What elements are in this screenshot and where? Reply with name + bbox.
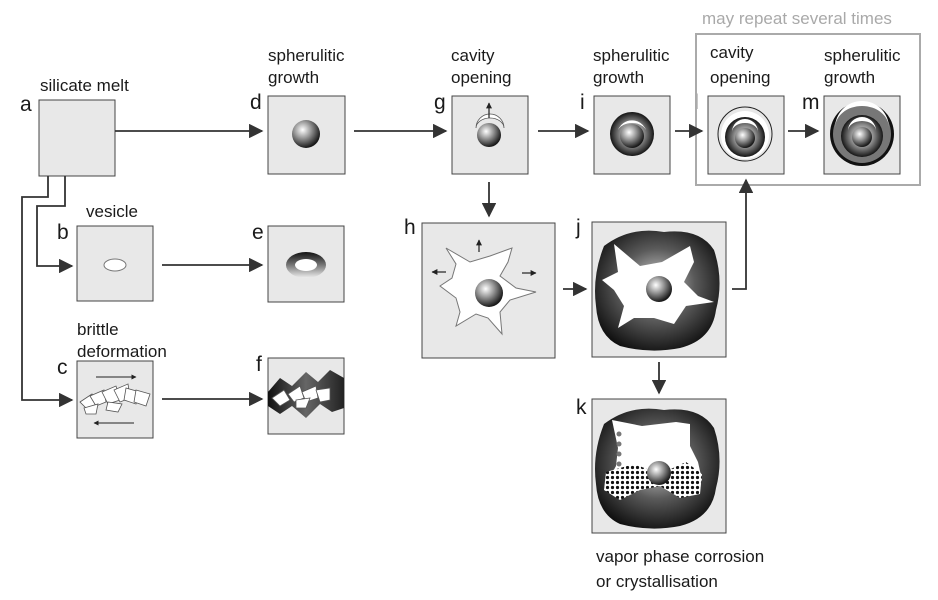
panel-f-letter: f xyxy=(256,353,262,376)
panel-h-letter: h xyxy=(404,216,416,239)
panel-b-label: vesicle xyxy=(86,202,138,221)
panel-a xyxy=(38,99,116,177)
panel-g-letter: g xyxy=(434,91,446,114)
panel-i-letter: i xyxy=(580,91,585,114)
arrow-a-to-c xyxy=(21,176,74,408)
arrow-a-to-b xyxy=(36,176,74,274)
panel-d-label-line1: spherulitic xyxy=(268,46,345,65)
panel-a-letter: a xyxy=(20,93,32,116)
panel-d-label-line2: growth xyxy=(268,68,320,87)
cavity-crescent xyxy=(475,113,505,129)
panel-l-label-line2: opening xyxy=(710,68,771,87)
panel-a-label: silicate melt xyxy=(40,76,129,95)
panel-m-letter: m xyxy=(802,91,820,114)
panel-g-label-line2: opening xyxy=(451,68,512,87)
brittle-fragments xyxy=(79,383,151,415)
arrow-j-to-l xyxy=(732,178,754,290)
panel-d-letter: d xyxy=(250,91,262,114)
panel-c-label-line1: brittle xyxy=(77,320,119,339)
panel-c-label-line2: deformation xyxy=(77,342,167,361)
repeat-note: may repeat several times xyxy=(702,9,892,28)
panel-k-letter: k xyxy=(576,396,587,419)
panel-l-label-line1: cavity xyxy=(710,43,754,62)
panel-c-letter: c xyxy=(57,356,68,379)
repeat-box xyxy=(695,33,921,186)
panel-m-label-line2: growth xyxy=(824,68,876,87)
panel-g-label-line1: cavity xyxy=(451,46,495,65)
panel-k-label-line2: or crystallisation xyxy=(596,572,718,591)
panel-m-label-line1: spherulitic xyxy=(824,46,901,65)
cavity-ring-outer xyxy=(717,106,773,162)
vesicle-shape xyxy=(103,258,127,272)
panel-e-letter: e xyxy=(252,221,264,244)
panel-i-label-line1: spherulitic xyxy=(593,46,670,65)
panel-k-label-line1: vapor phase corrosion xyxy=(596,547,765,566)
spherulite xyxy=(292,120,320,148)
panel-i-label-line2: growth xyxy=(593,68,645,87)
panel-j-letter: j xyxy=(576,216,581,239)
panel-b-letter: b xyxy=(57,221,69,244)
